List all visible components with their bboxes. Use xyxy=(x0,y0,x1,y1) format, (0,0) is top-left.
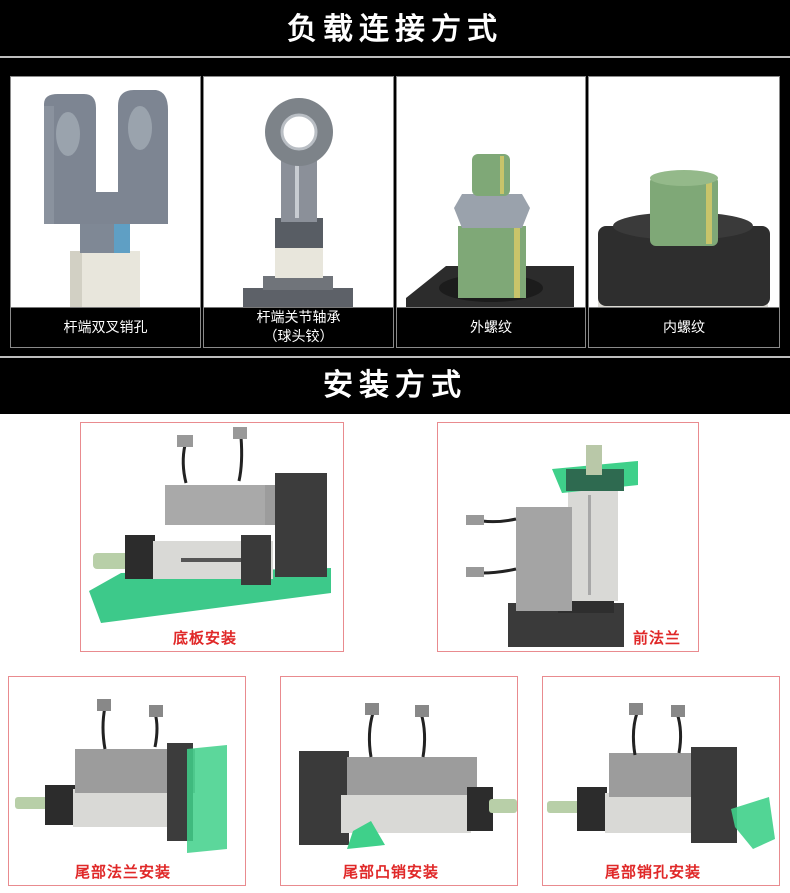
mount-caption: 前法兰 xyxy=(633,629,682,647)
mount-card-front-flange: 前法兰 xyxy=(437,422,699,652)
mounting-header: 安装方式 xyxy=(0,358,790,414)
front-flange-mount-icon xyxy=(466,445,638,647)
rear-trunnion-mount-icon xyxy=(299,703,517,849)
connection-label: 杆端关节轴承 （球头铰） xyxy=(203,307,394,348)
connection-card-rod-end-bearing: 杆端关节轴承 （球头铰） xyxy=(203,76,394,348)
divider xyxy=(0,56,790,58)
connection-label: 杆端双叉销孔 xyxy=(10,307,201,348)
connection-card-clevis: 杆端双叉销孔 xyxy=(10,76,201,348)
mount-caption: 尾部法兰安装 xyxy=(75,863,172,881)
female-thread-icon xyxy=(598,170,770,308)
rear-flange-mount-icon xyxy=(15,699,227,853)
mount-card-rear-clevis: 尾部销孔安装 xyxy=(542,676,780,886)
rod-end-bearing-icon xyxy=(243,98,353,308)
base-plate-mount-icon xyxy=(89,427,331,623)
mount-caption: 尾部销孔安装 xyxy=(605,863,702,881)
connection-card-female-thread: 内螺纹 xyxy=(588,76,780,348)
load-connection-title: 负载连接方式 xyxy=(287,12,503,47)
mount-caption: 底板安装 xyxy=(173,629,238,647)
connection-card-male-thread: 外螺纹 xyxy=(396,76,586,348)
mount-card-base-plate: 底板安装 xyxy=(80,422,344,652)
rear-clevis-mount-icon xyxy=(547,703,775,849)
mount-caption: 尾部凸销安装 xyxy=(343,863,440,881)
load-connection-header: 负载连接方式 xyxy=(0,0,790,56)
mount-card-rear-flange: 尾部法兰安装 xyxy=(8,676,246,886)
clevis-rod-end-icon xyxy=(44,90,168,308)
mounting-title: 安装方式 xyxy=(323,368,467,403)
male-thread-icon xyxy=(406,154,574,308)
connection-label: 外螺纹 xyxy=(396,307,586,348)
connection-label: 内螺纹 xyxy=(588,307,780,348)
divider xyxy=(0,356,790,358)
mount-card-rear-trunnion: 尾部凸销安装 xyxy=(280,676,518,886)
